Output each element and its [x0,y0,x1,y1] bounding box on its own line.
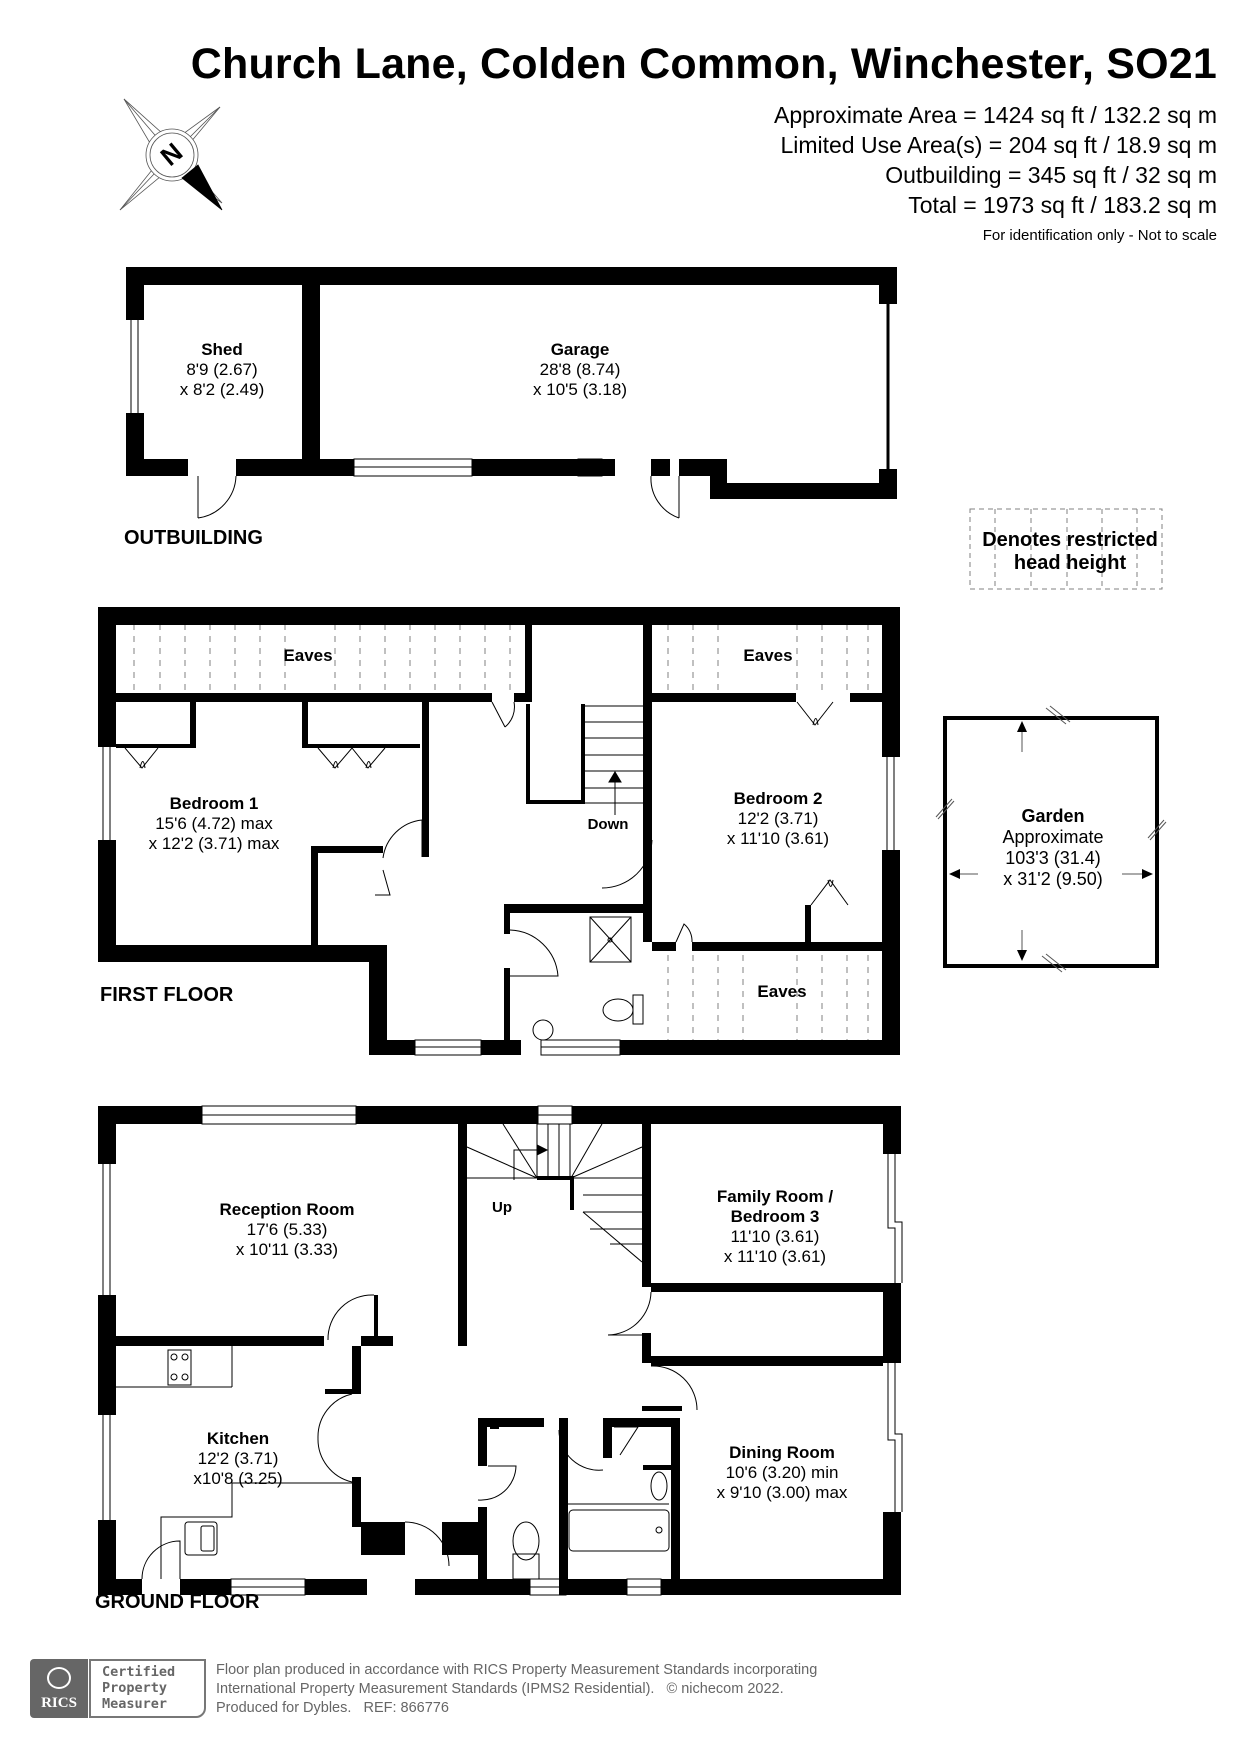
stairs-down-label: Down [587,816,629,833]
room-name: Bedroom 1 [169,794,259,813]
room-dim: 103'3 (31.4) [1005,848,1101,868]
room-garage: Garage 28'8 (8.74) x 10'5 (3.18) [533,340,627,400]
room-dim: x 11'10 (3.61) [726,829,830,848]
room-bedroom-1: Bedroom 1 15'6 (4.72) max x 12'2 (3.71) … [149,794,280,854]
garden-note: Approximate [1002,827,1104,847]
room-dim: x10'8 (3.25) [193,1469,283,1488]
ground-floor-walls [98,1106,901,1595]
eaves-label: Eaves [283,646,333,665]
eaves-hatching [133,624,869,1040]
total-area: Total = 1973 sq ft / 183.2 sq m [908,192,1217,218]
badge-line: Property [102,1680,168,1696]
garden-area: Garden Approximate 103'3 (31.4) x 31'2 (… [1002,806,1103,890]
room-dim: x 10'11 (3.33) [235,1240,339,1259]
page-title: Church Lane, Colden Common, Winchester, … [190,40,1217,88]
room-name: Dining Room [729,1443,835,1462]
stairs-up-label: Up [492,1199,512,1216]
footer-line: International Property Measurement Stand… [216,1681,784,1697]
footer-disclaimer: Floor plan produced in accordance with R… [216,1661,817,1718]
room-dim: 10'6 (3.20) min [725,1463,839,1482]
room-bedroom-2: Bedroom 2 12'2 (3.71) x 11'10 (3.61) [727,789,829,849]
room-dim: x 11'10 (3.61) [723,1247,827,1266]
compass-rose-icon: N [119,98,223,211]
room-dining: Dining Room 10'6 (3.20) min x 9'10 (3.00… [717,1443,848,1503]
room-dim: 17'6 (5.33) [246,1220,328,1239]
garden-boundary [935,705,1167,973]
room-name: Reception Room [219,1200,355,1219]
scale-note: For identification only - Not to scale [982,227,1217,244]
room-dim: 28'8 (8.74) [539,360,621,379]
footer-line: Floor plan produced in accordance with R… [216,1662,818,1678]
room-dim: x 31'2 (9.50) [1003,869,1103,889]
legend-line: head height [1013,552,1127,574]
room-name: Garage [550,340,610,359]
room-dim: x 8'2 (2.49) [179,380,265,399]
room-dim: 15'6 (4.72) max [155,814,273,833]
room-dim: 12'2 (3.71) [197,1449,279,1468]
room-name: Bedroom 3 [730,1207,820,1226]
room-kitchen: Kitchen 12'2 (3.71) x10'8 (3.25) [193,1429,282,1489]
eaves-label: Eaves [757,982,807,1001]
footer-line: Produced for Dybles. REF: 866776 [216,1700,449,1716]
room-name: Bedroom 2 [733,789,823,808]
badge-line: Certified [102,1664,176,1680]
first-floor-walls [98,607,900,1055]
restricted-height-legend: Denotes restricted head height [975,511,1165,593]
badge-line: Measurer [102,1696,168,1712]
room-name: Kitchen [206,1429,270,1448]
outbuilding-area: Outbuilding = 345 sq ft / 32 sq m [885,162,1217,188]
certified-measurer-badge: Certified Property Measurer [89,1659,206,1718]
room-name: Shed [201,340,243,359]
room-dim: x 12'2 (3.71) max [148,834,280,853]
room-family-bedroom-3: Family Room / Bedroom 3 11'10 (3.61) x 1… [717,1187,833,1267]
legend-line: Denotes restricted [982,529,1158,551]
limited-use-area: Limited Use Area(s) = 204 sq ft / 18.9 s… [780,132,1217,158]
room-name: Family Room / [716,1187,834,1206]
lion-crest-icon [47,1667,71,1689]
first-floor-label: FIRST FLOOR [100,984,234,1006]
outbuilding-walls [126,267,897,499]
room-shed: Shed 8'9 (2.67) x 8'2 (2.49) [180,340,265,400]
area-summary: Approximate Area = 1424 sq ft / 132.2 sq… [774,100,1217,220]
ground-floor-label: GROUND FLOOR [95,1591,260,1613]
rics-text: RICS [41,1695,77,1711]
room-dim: 12'2 (3.71) [737,809,819,828]
room-dim: 8'9 (2.67) [186,360,258,379]
room-reception: Reception Room 17'6 (5.33) x 10'11 (3.33… [219,1200,354,1260]
room-dim: 11'10 (3.61) [730,1227,820,1246]
approximate-area: Approximate Area = 1424 sq ft / 132.2 sq… [773,102,1217,128]
eaves-label: Eaves [743,646,793,665]
room-dim: x 9'10 (3.00) max [716,1483,848,1502]
outbuilding-label: OUTBUILDING [124,527,263,549]
rics-logo: RICS [30,1659,88,1718]
room-dim: x 10'5 (3.18) [533,380,627,399]
room-name: Garden [1021,806,1085,826]
restricted-height-legend-box [969,508,1163,590]
